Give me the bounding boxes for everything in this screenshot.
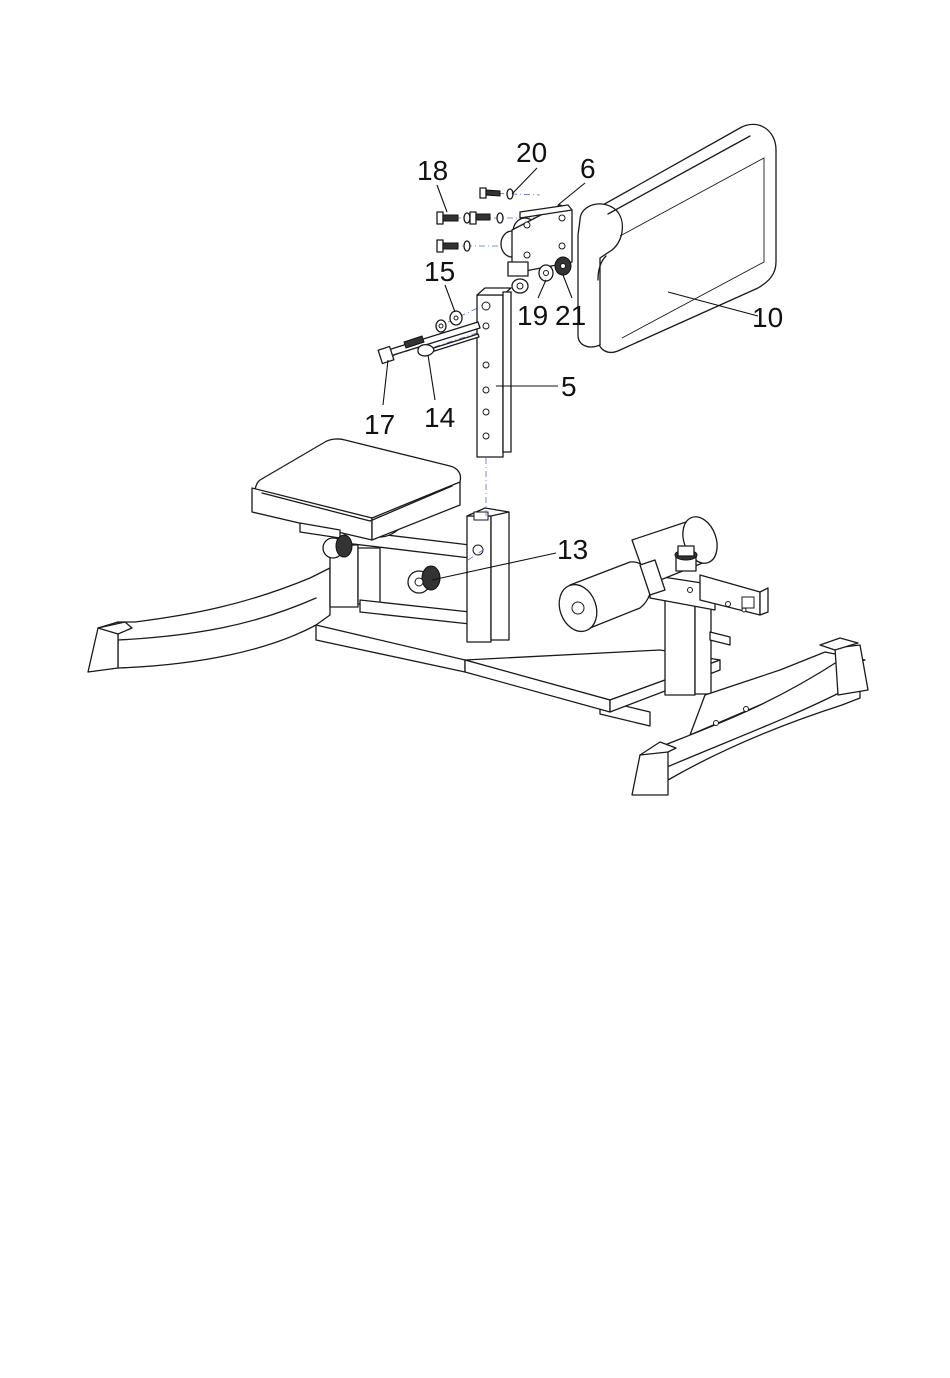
leader-19 — [538, 280, 546, 298]
leader-17 — [383, 360, 388, 405]
callout-14: 14 — [424, 402, 455, 433]
callout-20: 20 — [516, 137, 547, 168]
center-sleeve — [467, 516, 491, 642]
seat-pad — [252, 439, 461, 540]
post-5 — [477, 288, 511, 457]
leader-20 — [512, 168, 537, 194]
callout-15: 15 — [424, 256, 455, 287]
bolt-17 — [378, 322, 480, 364]
callout-18: 18 — [417, 155, 448, 186]
callout-13: 13 — [557, 534, 588, 565]
seat-knob — [323, 535, 352, 558]
back-pad-10 — [578, 124, 776, 352]
callout-10: 10 — [752, 302, 783, 333]
leader-15 — [445, 285, 455, 312]
base-frame — [88, 508, 868, 795]
callout-5: 5 — [561, 371, 577, 402]
callout-6: 6 — [580, 153, 596, 184]
callout-21: 21 — [555, 300, 586, 331]
callout-19: 19 — [517, 300, 548, 331]
leader-18 — [437, 185, 447, 212]
leader-21 — [563, 275, 572, 298]
leader-14 — [428, 355, 435, 400]
callout-17: 17 — [364, 409, 395, 440]
leader-6 — [558, 183, 585, 205]
